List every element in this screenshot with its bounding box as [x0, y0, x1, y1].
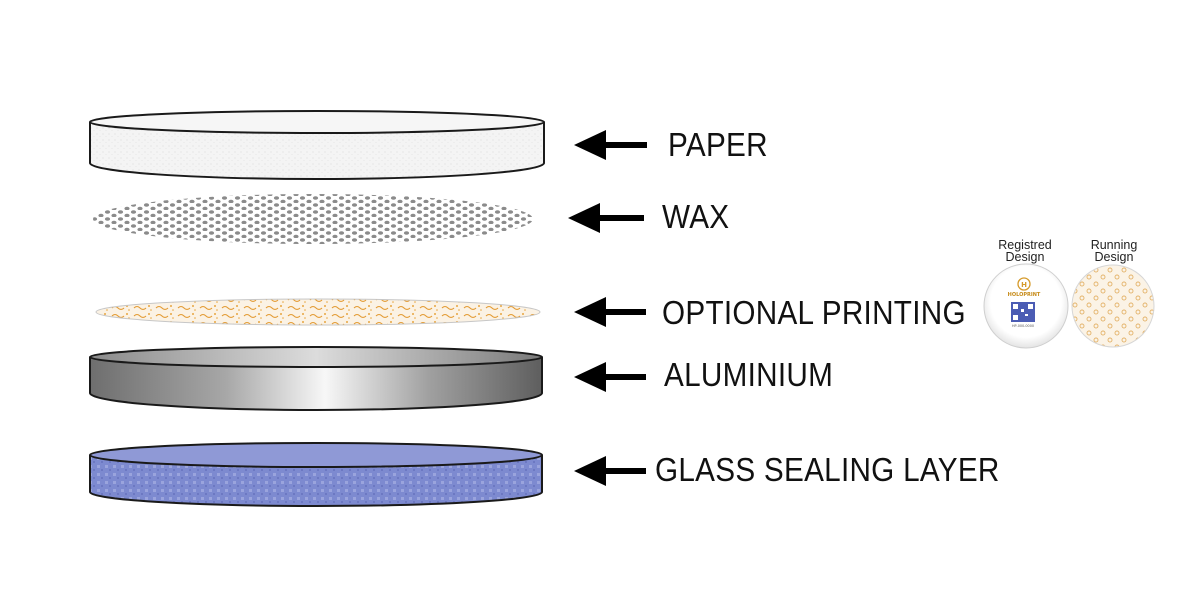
arrow-icon-printing	[574, 297, 646, 327]
arrow-icon-glass-sealing	[574, 456, 646, 486]
registered-caption-line2: Design	[1005, 250, 1045, 264]
registered-caption-line1: Registred	[998, 238, 1052, 252]
registered-code-text: HP-000-0000	[1011, 324, 1035, 328]
svg-text:H: H	[1021, 281, 1027, 289]
label-wax: WAX	[662, 198, 730, 235]
label-glass-sealing-layer: GLASS SEALING LAYER	[655, 451, 1000, 488]
running-caption-line2: Design	[1094, 250, 1134, 264]
arrow-icon-paper	[574, 130, 647, 160]
label-optional-printing: OPTIONAL PRINTING	[662, 294, 966, 331]
registered-design-caption: Registred Design	[980, 238, 1070, 264]
arrow-icon-wax	[568, 203, 644, 233]
registered-design-sample: H	[983, 263, 1069, 349]
running-caption-line1: Running	[1090, 238, 1138, 252]
label-aluminium: ALUMINIUM	[664, 356, 834, 393]
brand-logo-icon	[1017, 277, 1031, 291]
arrow-icon-aluminium	[574, 362, 646, 392]
wax-layer-disc	[93, 194, 533, 244]
registered-brand-text: HOLOPRINT	[1007, 292, 1041, 298]
glass-sealing-layer-disc	[89, 442, 543, 507]
running-design-sample	[1071, 264, 1155, 348]
paper-layer-disc	[89, 110, 545, 180]
running-design-caption: Running Design	[1069, 238, 1159, 264]
aluminium-layer-disc	[89, 346, 543, 411]
label-paper: PAPER	[668, 126, 768, 163]
printing-layer-disc	[95, 298, 541, 326]
